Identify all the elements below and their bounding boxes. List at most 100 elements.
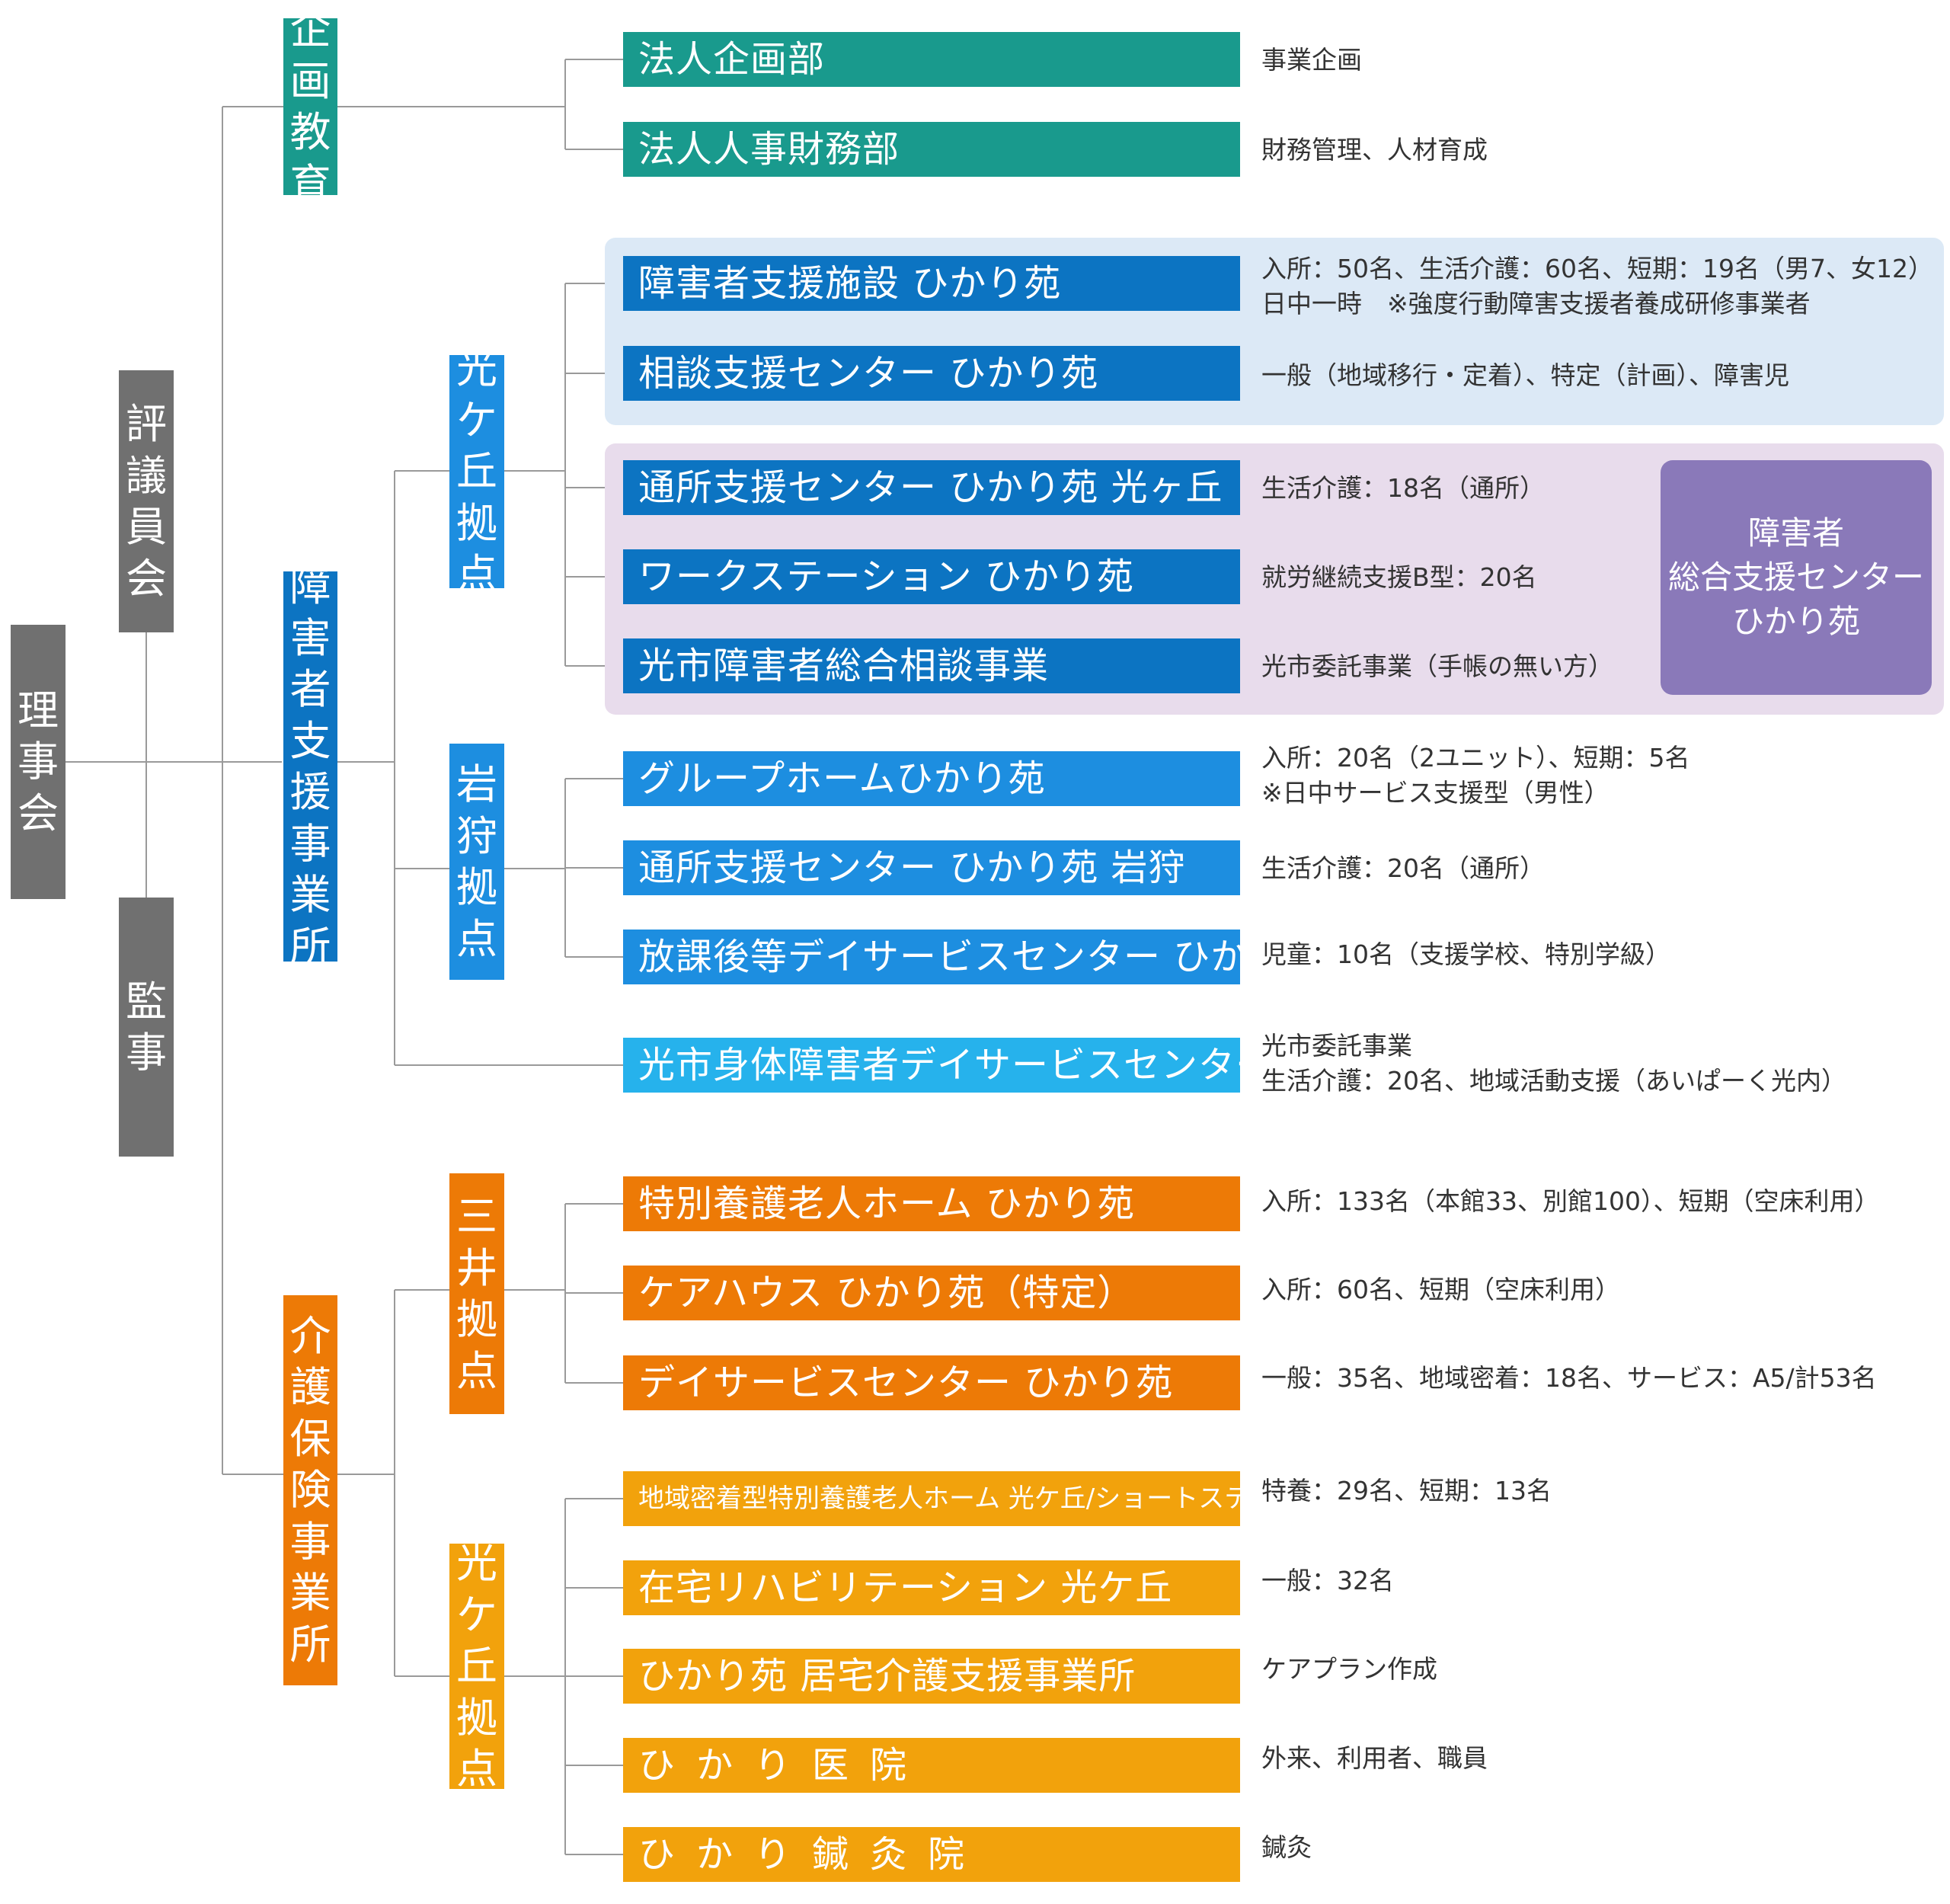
division-char: 護 bbox=[289, 1363, 331, 1412]
board-char: 会 bbox=[18, 789, 59, 837]
description-line: 生活介護：20名、地域活動支援（あいぱーく光内） bbox=[1261, 1066, 1846, 1096]
hub-char: 拠 bbox=[456, 1693, 497, 1742]
unit-bar[interactable]: ワークステーション ひかり苑 bbox=[623, 549, 1240, 604]
description-line: 生活介護：20名（通所） bbox=[1261, 853, 1545, 883]
description-line: 就労継続支援B型：20名 bbox=[1261, 562, 1537, 592]
unit-description: 入所：133名（本館33、別館100）、短期（空床利用） bbox=[1261, 1184, 1879, 1219]
hub-char: 丘 bbox=[456, 1642, 497, 1691]
council-char: 評 bbox=[126, 400, 167, 448]
hub-char: 岩 bbox=[456, 760, 497, 808]
division-char: 者 bbox=[289, 665, 331, 713]
unit-bar[interactable]: 光市身体障害者デイサービスセンター bbox=[623, 1038, 1240, 1093]
unit-description: 光市委託事業（手帳の無い方） bbox=[1261, 649, 1613, 684]
unit-bar[interactable]: ひかり医院 bbox=[623, 1738, 1240, 1793]
council-char: 議 bbox=[126, 451, 167, 500]
unit-bar[interactable]: 地域密着型特別養護老人ホーム 光ケ丘/ショートステイ 光ケ丘 bbox=[623, 1471, 1240, 1526]
auditor-char: 監 bbox=[126, 977, 167, 1026]
division-char: 保 bbox=[289, 1414, 331, 1463]
division-char: 援 bbox=[289, 768, 331, 816]
hub-hikarigaoka-care: 光 ケ 丘 拠 点 bbox=[449, 1539, 504, 1793]
unit-bar[interactable]: 特別養護老人ホーム ひかり苑 bbox=[623, 1176, 1240, 1231]
unit-description: 入所：60名、短期（空床利用） bbox=[1261, 1272, 1620, 1307]
unit-description: 一般：35名、地域密着：18名、サービス：A5/計53名 bbox=[1261, 1361, 1877, 1396]
general-support-center-box: 障害者 総合支援センター ひかり苑 bbox=[1661, 460, 1932, 695]
unit-bar[interactable]: 通所支援センター ひかり苑 光ヶ丘 bbox=[623, 460, 1240, 515]
description-line: 事業企画 bbox=[1261, 45, 1362, 75]
description-line: 一般：35名、地域密着：18名、サービス：A5/計53名 bbox=[1261, 1363, 1877, 1393]
unit-description: 外来、利用者、職員 bbox=[1261, 1741, 1488, 1776]
unit-bar[interactable]: ひかり鍼灸院 bbox=[623, 1827, 1240, 1882]
unit-bar[interactable]: 障害者支援施設 ひかり苑 bbox=[623, 256, 1240, 311]
division-char: 障 bbox=[289, 562, 331, 610]
division-char: 業 bbox=[289, 871, 331, 919]
hub-char: 点 bbox=[456, 550, 497, 599]
hub-char: 光 bbox=[456, 344, 497, 393]
unit-description: 入所：20名（2ユニット）、短期：5名 ※日中サービス支援型（男性） bbox=[1261, 741, 1689, 811]
auditor-char: 事 bbox=[126, 1029, 167, 1077]
unit-bar[interactable]: ケアハウス ひかり苑（特定） bbox=[623, 1266, 1240, 1320]
hub-hikarigaoka-disability: 光 ケ 丘 拠 点 bbox=[449, 344, 504, 598]
center-line: ひかり苑 bbox=[1731, 603, 1860, 640]
division-char: 育 bbox=[289, 159, 331, 208]
division-char: 支 bbox=[289, 716, 331, 765]
division-char: 教 bbox=[289, 108, 331, 156]
division-char: 所 bbox=[289, 1620, 331, 1669]
description-line: 入所：50名、生活介護：60名、短期：19名（男7、女12） bbox=[1261, 254, 1933, 283]
division-char: 所 bbox=[289, 922, 331, 971]
council-box: 評 議 員 会 bbox=[119, 370, 174, 632]
division-care: 介 護 保 険 事 業 所 bbox=[283, 1295, 337, 1685]
unit-description: 鍼灸 bbox=[1261, 1830, 1312, 1865]
unit-description: ケアプラン作成 bbox=[1261, 1652, 1437, 1687]
board-char: 理 bbox=[18, 686, 59, 734]
division-planning: 企 画 教 育 bbox=[283, 5, 337, 208]
unit-description: 一般（地域移行・定着）、特定（計画）、障害児 bbox=[1261, 358, 1789, 393]
division-char: 事 bbox=[289, 819, 331, 868]
description-line: ※日中サービス支援型（男性） bbox=[1261, 778, 1610, 808]
description-line: 入所：20名（2ユニット）、短期：5名 bbox=[1261, 743, 1690, 773]
council-char: 員 bbox=[126, 503, 167, 551]
unit-description: 生活介護：20名（通所） bbox=[1261, 851, 1545, 886]
unit-bar[interactable]: 通所支援センター ひかり苑 岩狩 bbox=[623, 840, 1240, 895]
hub-char: 狩 bbox=[456, 811, 497, 860]
division-char: 画 bbox=[289, 56, 331, 105]
unit-bar[interactable]: グループホームひかり苑 bbox=[623, 751, 1240, 806]
board-char: 事 bbox=[18, 738, 59, 786]
division-disability: 障 害 者 支 援 事 業 所 bbox=[283, 562, 337, 971]
unit-description: 一般：32名 bbox=[1261, 1563, 1394, 1598]
unit-description: 入所：50名、生活介護：60名、短期：19名（男7、女12） 日中一時 ※強度行… bbox=[1261, 251, 1933, 322]
hub-char: 拠 bbox=[456, 863, 497, 911]
unit-bar[interactable]: デイサービスセンター ひかり苑 bbox=[623, 1355, 1240, 1410]
description-line: 一般：32名 bbox=[1261, 1566, 1394, 1595]
hub-char: 点 bbox=[456, 914, 497, 963]
division-char: 事 bbox=[289, 1517, 331, 1566]
description-line: 外来、利用者、職員 bbox=[1261, 1743, 1488, 1773]
unit-bar[interactable]: 相談支援センター ひかり苑 bbox=[623, 346, 1240, 401]
unit-bar[interactable]: ひかり苑 居宅介護支援事業所 bbox=[623, 1649, 1240, 1704]
description-line: 児童：10名（支援学校、特別学級） bbox=[1261, 939, 1670, 969]
description-line: 日中一時 ※強度行動障害支援者養成研修事業者 bbox=[1261, 289, 1811, 318]
unit-bar[interactable]: 法人人事財務部 bbox=[623, 122, 1240, 177]
division-char: 険 bbox=[289, 1466, 331, 1515]
auditor-box: 監 事 bbox=[119, 898, 174, 1157]
hub-char: 拠 bbox=[456, 1295, 497, 1343]
unit-bar[interactable]: 放課後等デイサービスセンター ひかり苑 bbox=[623, 930, 1240, 984]
hub-iwakari: 岩 狩 拠 点 bbox=[449, 744, 504, 980]
unit-description: 児童：10名（支援学校、特別学級） bbox=[1261, 937, 1670, 972]
center-line: 障害者 bbox=[1747, 514, 1844, 552]
division-char: 業 bbox=[289, 1569, 331, 1618]
unit-bar[interactable]: 法人企画部 bbox=[623, 32, 1240, 87]
hub-char: 拠 bbox=[456, 498, 497, 547]
hub-char: ケ bbox=[456, 395, 497, 444]
hub-char: 三 bbox=[456, 1192, 497, 1240]
hub-char: 点 bbox=[456, 1745, 497, 1794]
hub-mitsui: 三 井 拠 点 bbox=[449, 1173, 504, 1414]
unit-description: 事業企画 bbox=[1261, 43, 1362, 78]
board-box: 理 事 会 bbox=[11, 625, 66, 899]
center-line: 総合支援センター bbox=[1667, 558, 1924, 596]
division-char: 害 bbox=[289, 613, 331, 662]
unit-bar[interactable]: 光市障害者総合相談事業 bbox=[623, 638, 1240, 693]
division-char: 企 bbox=[289, 5, 331, 53]
unit-description: 財務管理、人材育成 bbox=[1261, 133, 1488, 168]
description-line: 一般（地域移行・定着）、特定（計画）、障害児 bbox=[1261, 360, 1789, 390]
unit-bar[interactable]: 在宅リハビリテーション 光ケ丘 bbox=[623, 1560, 1240, 1615]
